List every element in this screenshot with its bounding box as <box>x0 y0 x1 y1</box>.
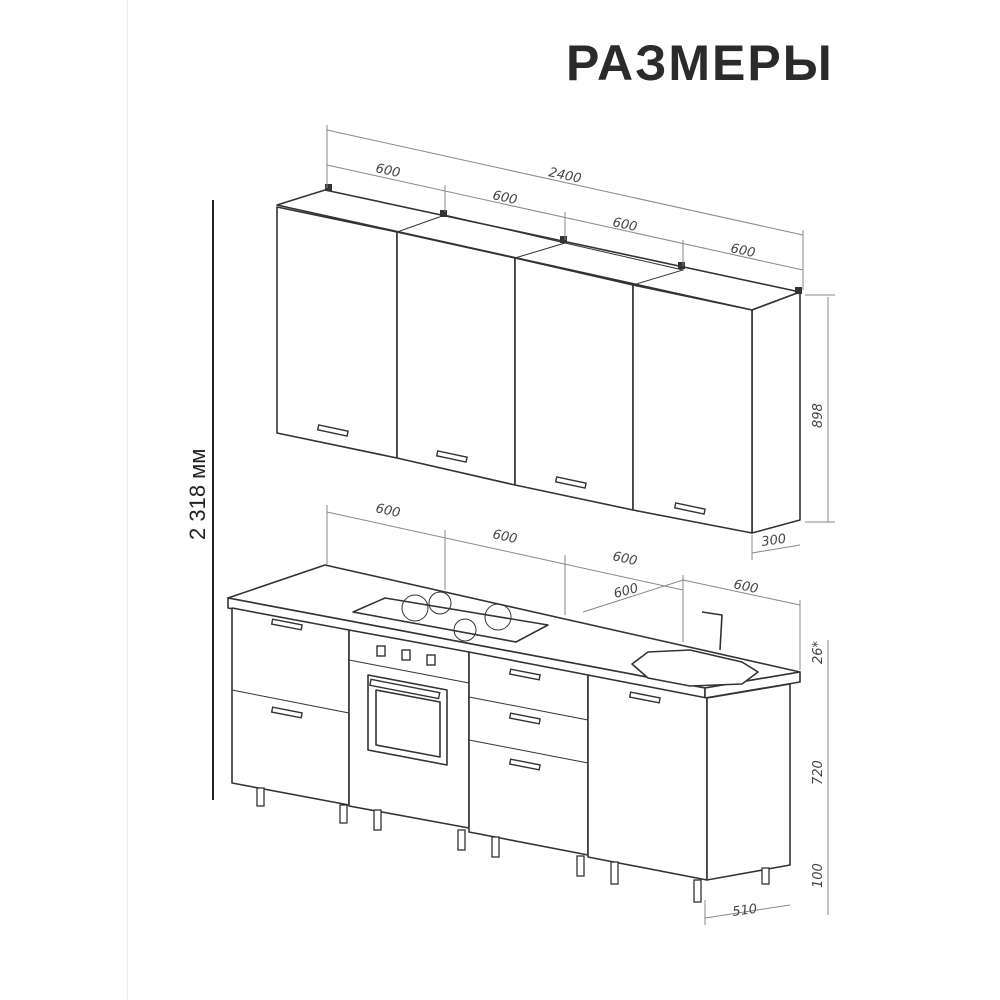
lower-width-label: 600 <box>374 501 401 521</box>
handle <box>508 668 541 681</box>
lower-cabinet-3 <box>468 651 589 856</box>
upper-width-label: 600 <box>374 161 401 181</box>
upper-door-4 <box>632 284 753 534</box>
handle <box>270 706 303 719</box>
countertop-thickness-label: 26* <box>811 640 826 664</box>
lower-width-label: 600 <box>611 549 638 569</box>
lower-cabinets <box>227 564 801 903</box>
upper-door-1 <box>276 206 398 459</box>
upper-width-label: 600 <box>611 215 638 235</box>
lower-width-label: 600 <box>732 577 759 597</box>
leg-height-label: 100 <box>811 863 826 888</box>
upper-cabinets <box>276 184 802 534</box>
handle <box>316 424 349 437</box>
burner <box>484 603 512 631</box>
lower-cabinet-1 <box>231 607 350 806</box>
upper-height-label: 898 <box>811 403 826 428</box>
page-border-line <box>127 0 128 1000</box>
burner <box>401 594 429 622</box>
faucet <box>701 611 723 651</box>
oven-window <box>375 689 441 758</box>
upper-door-2 <box>396 231 516 486</box>
upper-side-panel <box>751 291 801 534</box>
upper-width-label: 600 <box>729 241 756 261</box>
lower-height-label: 720 <box>811 760 826 785</box>
page-title: РАЗМЕРЫ <box>566 35 834 91</box>
lower-cabinet-4 <box>587 674 708 881</box>
burner <box>453 618 477 642</box>
lower-depth-label: 510 <box>731 902 758 920</box>
handle <box>628 691 661 704</box>
lower-width-label: 600 <box>491 527 518 547</box>
burner <box>428 591 452 615</box>
handle <box>435 450 468 463</box>
total-height-label: 2 318 мм <box>185 449 210 540</box>
legs <box>256 787 770 903</box>
lower-dimension-lines <box>326 505 829 925</box>
handle <box>508 712 541 725</box>
lower-width-label: 600 <box>612 581 640 602</box>
upper-depth-label: 300 <box>760 532 787 550</box>
handle <box>554 476 587 489</box>
sink <box>631 649 759 687</box>
upper-width-label: 600 <box>491 188 518 208</box>
handle <box>673 502 706 515</box>
handle <box>508 758 541 771</box>
lower-side-panel <box>706 683 791 881</box>
upper-total-width-label: 2400 <box>547 165 582 187</box>
handle <box>270 618 303 631</box>
upper-door-3 <box>514 257 634 511</box>
oven-handle <box>369 678 441 700</box>
upper-dimension-lines <box>326 125 835 560</box>
